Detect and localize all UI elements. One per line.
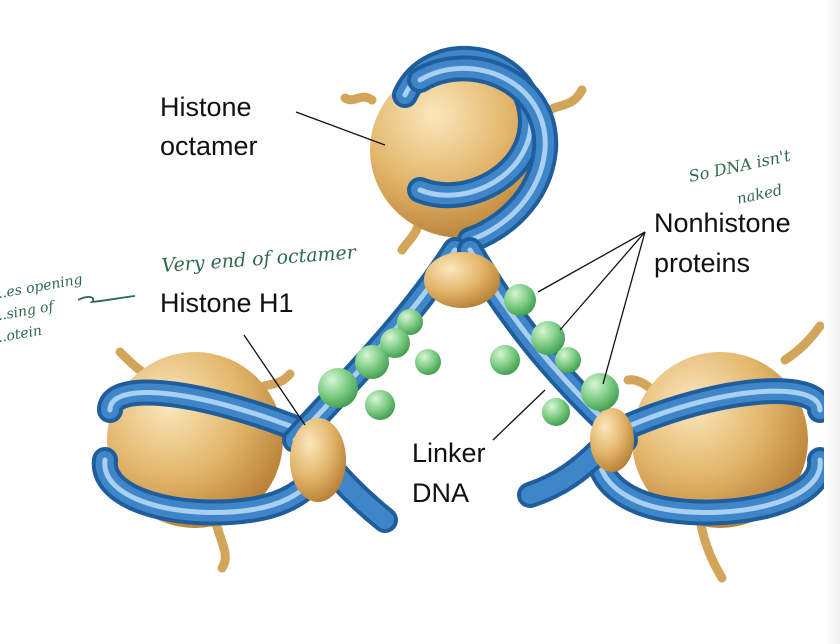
top-nucleosome bbox=[370, 45, 559, 253]
nonhistone-protein bbox=[355, 345, 389, 379]
histone-h1-left bbox=[290, 418, 346, 502]
note-not-naked-1: So DNA isn't bbox=[687, 146, 793, 186]
nonhistone-protein bbox=[415, 349, 441, 375]
nonhistone-protein bbox=[365, 390, 395, 420]
nonhistone-protein bbox=[397, 309, 423, 335]
label-nonhistone-2: proteins bbox=[654, 248, 750, 278]
nonhistone-protein bbox=[581, 373, 619, 411]
label-histone-h1: Histone H1 bbox=[160, 288, 294, 318]
nonhistone-protein bbox=[555, 347, 581, 373]
nonhistone-protein bbox=[318, 368, 358, 408]
nonhistone-protein bbox=[504, 284, 536, 316]
page-edge-shadow bbox=[824, 0, 840, 644]
label-linker-1: Linker bbox=[412, 438, 486, 468]
leader-lines bbox=[243, 111, 646, 441]
nonhistone-protein bbox=[542, 398, 570, 426]
nonhistone-proteins bbox=[318, 284, 619, 426]
histone-h1-blobs bbox=[290, 252, 634, 502]
label-histone-octamer-2: octamer bbox=[160, 131, 258, 161]
right-nucleosome bbox=[586, 352, 834, 528]
note-left-1: ...es opening bbox=[0, 272, 84, 303]
label-histone-octamer-1: Histone bbox=[160, 92, 252, 122]
note-not-naked-2: naked bbox=[735, 181, 784, 208]
label-linker-2: DNA bbox=[412, 478, 469, 508]
note-left-2: ...sing of bbox=[0, 298, 58, 325]
nonhistone-protein bbox=[490, 345, 520, 375]
note-arrow bbox=[77, 295, 136, 304]
note-very-end: Very end of octamer bbox=[161, 241, 359, 277]
histone-h1-top bbox=[424, 252, 500, 308]
nonhistone-protein bbox=[380, 328, 410, 358]
nonhistone-protein bbox=[531, 321, 565, 355]
diagram-labels: Histone octamer Histone H1 Nonhistone pr… bbox=[160, 92, 791, 508]
histone-h1-right bbox=[590, 408, 634, 472]
label-nonhistone-1: Nonhistone bbox=[654, 208, 791, 238]
note-left-3: ...otein bbox=[0, 323, 43, 347]
